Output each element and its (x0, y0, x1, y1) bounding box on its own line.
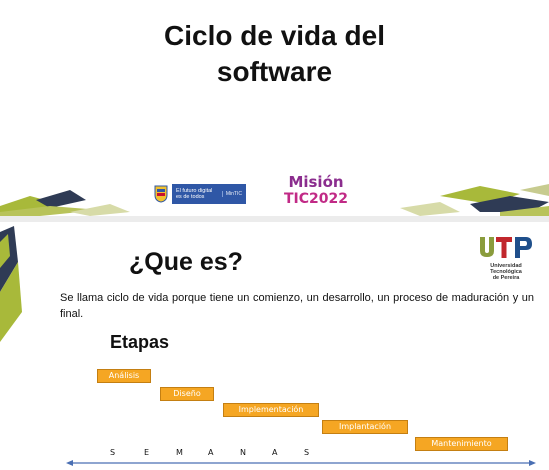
decorative-stripes (0, 184, 549, 216)
slide-1: Ciclo de vida del software El futuro dig… (0, 0, 549, 216)
weeks-letter: A (272, 448, 278, 457)
weeks-label: S E M A N A S (100, 448, 320, 460)
slide-2: ¿Que es? Universidad Tecnológica de Pere… (0, 222, 549, 470)
decorative-stripes-left (0, 226, 22, 342)
utp-logo-line-1: Universidad Tecnológica (490, 263, 522, 275)
stage-implementacion: Implementación (223, 403, 319, 417)
title-line-2: software (216, 56, 333, 87)
weeks-letter: S (110, 448, 116, 457)
stages-heading: Etapas (110, 332, 170, 352)
mision-logo-tic: TIC (283, 191, 310, 207)
stage-analisis: Análisis (97, 369, 151, 383)
colombia-shield-icon (154, 185, 168, 203)
utp-logo-name: Universidad Tecnológica de Pereira (474, 263, 538, 281)
weeks-letter: S (304, 448, 310, 457)
slide-1-title: Ciclo de vida del software (0, 18, 549, 90)
definition-text: Se llama ciclo de vida porque tiene un c… (60, 292, 534, 320)
gov-logo-line-2: es de todos (176, 194, 205, 200)
gov-logo: El futuro digital es de todos MinTIC (152, 182, 257, 206)
mision-logo-line-1: Misión (288, 173, 344, 191)
weeks-letter: E (144, 448, 150, 457)
time-axis-arrow (66, 460, 536, 466)
stage-implantacion: Implantación (322, 420, 408, 434)
weeks-letter: A (208, 448, 214, 457)
utp-logo: Universidad Tecnológica de Pereira (474, 235, 538, 281)
slide-2-title: ¿Que es? (129, 248, 243, 276)
weeks-letter: M (176, 448, 183, 457)
gov-logo-box: El futuro digital es de todos MinTIC (172, 184, 246, 204)
title-line-1: Ciclo de vida del (164, 20, 385, 51)
ministry-label: MinTIC (221, 191, 242, 197)
mision-tic-logo: Misión TIC2022 (280, 174, 352, 214)
weeks-letter: N (240, 448, 246, 457)
gov-logo-line-1: El futuro digital (176, 188, 213, 194)
mision-logo-year: 2022 (309, 191, 348, 207)
mision-logo-line-2: TIC2022 (280, 190, 352, 208)
stage-mantenimiento: Mantenimiento (415, 437, 508, 451)
utp-mark-icon (480, 237, 532, 258)
stage-diseno: Diseño (160, 387, 214, 401)
utp-logo-line-2: de Pereira (492, 275, 520, 281)
